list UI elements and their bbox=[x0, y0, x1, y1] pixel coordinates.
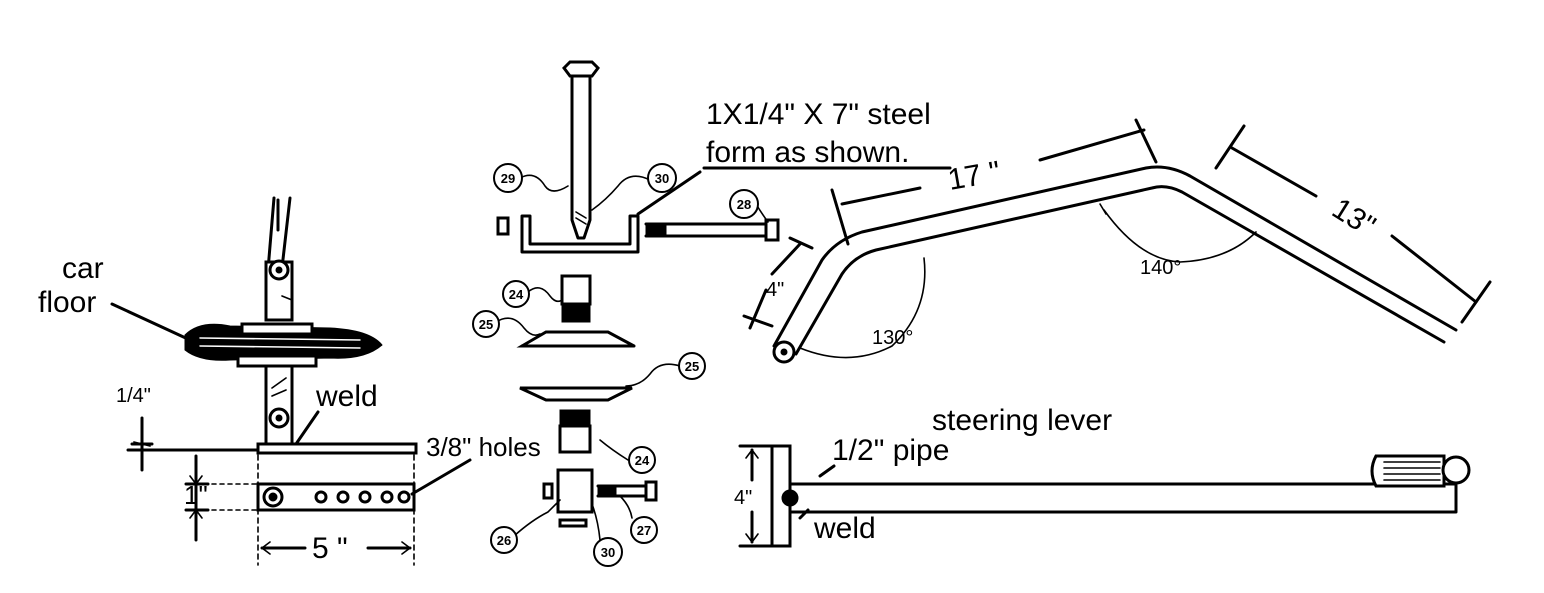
callout-26: 26 bbox=[497, 533, 511, 548]
weld-label-top: weld bbox=[315, 380, 378, 413]
hole-bar bbox=[256, 482, 416, 512]
car-floor bbox=[184, 323, 383, 361]
callout-30-top: 30 bbox=[655, 171, 669, 186]
callout-27: 27 bbox=[637, 523, 651, 538]
dim-13-label: 13" bbox=[1326, 192, 1381, 243]
holes-label: 3/8" holes bbox=[426, 432, 541, 462]
weld-label-lever: weld bbox=[813, 512, 876, 545]
callout-28: 28 bbox=[737, 197, 751, 212]
callout-30-bot: 30 bbox=[601, 545, 615, 560]
callout-25-top: 25 bbox=[479, 317, 493, 332]
steel-label: 1X1/4" X 7" steel bbox=[706, 98, 931, 131]
steering-lever bbox=[738, 444, 1471, 548]
angle-130-label: 130° bbox=[872, 327, 913, 349]
half-pipe-label: 1/2" pipe bbox=[832, 434, 949, 467]
callout-24-mid: 24 bbox=[635, 453, 650, 468]
dim-4-bent-label: 4" bbox=[766, 279, 784, 301]
dim-4-lever-label: 4" bbox=[734, 487, 752, 509]
one-inch-label: 1" bbox=[184, 480, 208, 510]
form-label: form as shown. bbox=[706, 136, 909, 169]
exploded-parts bbox=[472, 60, 780, 567]
quarter-inch-label: 1/4" bbox=[116, 385, 151, 407]
five-inch-label: 5 " bbox=[312, 532, 348, 565]
callout-24-top: 24 bbox=[509, 287, 524, 302]
column-assembly bbox=[110, 196, 472, 566]
callout-25-mid: 25 bbox=[685, 359, 699, 374]
steering-lever-label: steering lever bbox=[932, 404, 1112, 437]
car-floor-label-1: car bbox=[62, 252, 104, 285]
bent-lever bbox=[742, 118, 1492, 364]
car-floor-label-2: floor bbox=[38, 286, 96, 319]
dim-17-label: 17 " bbox=[945, 155, 1002, 197]
angle-140-label: 140° bbox=[1140, 257, 1181, 279]
callout-29-top: 29 bbox=[501, 171, 515, 186]
